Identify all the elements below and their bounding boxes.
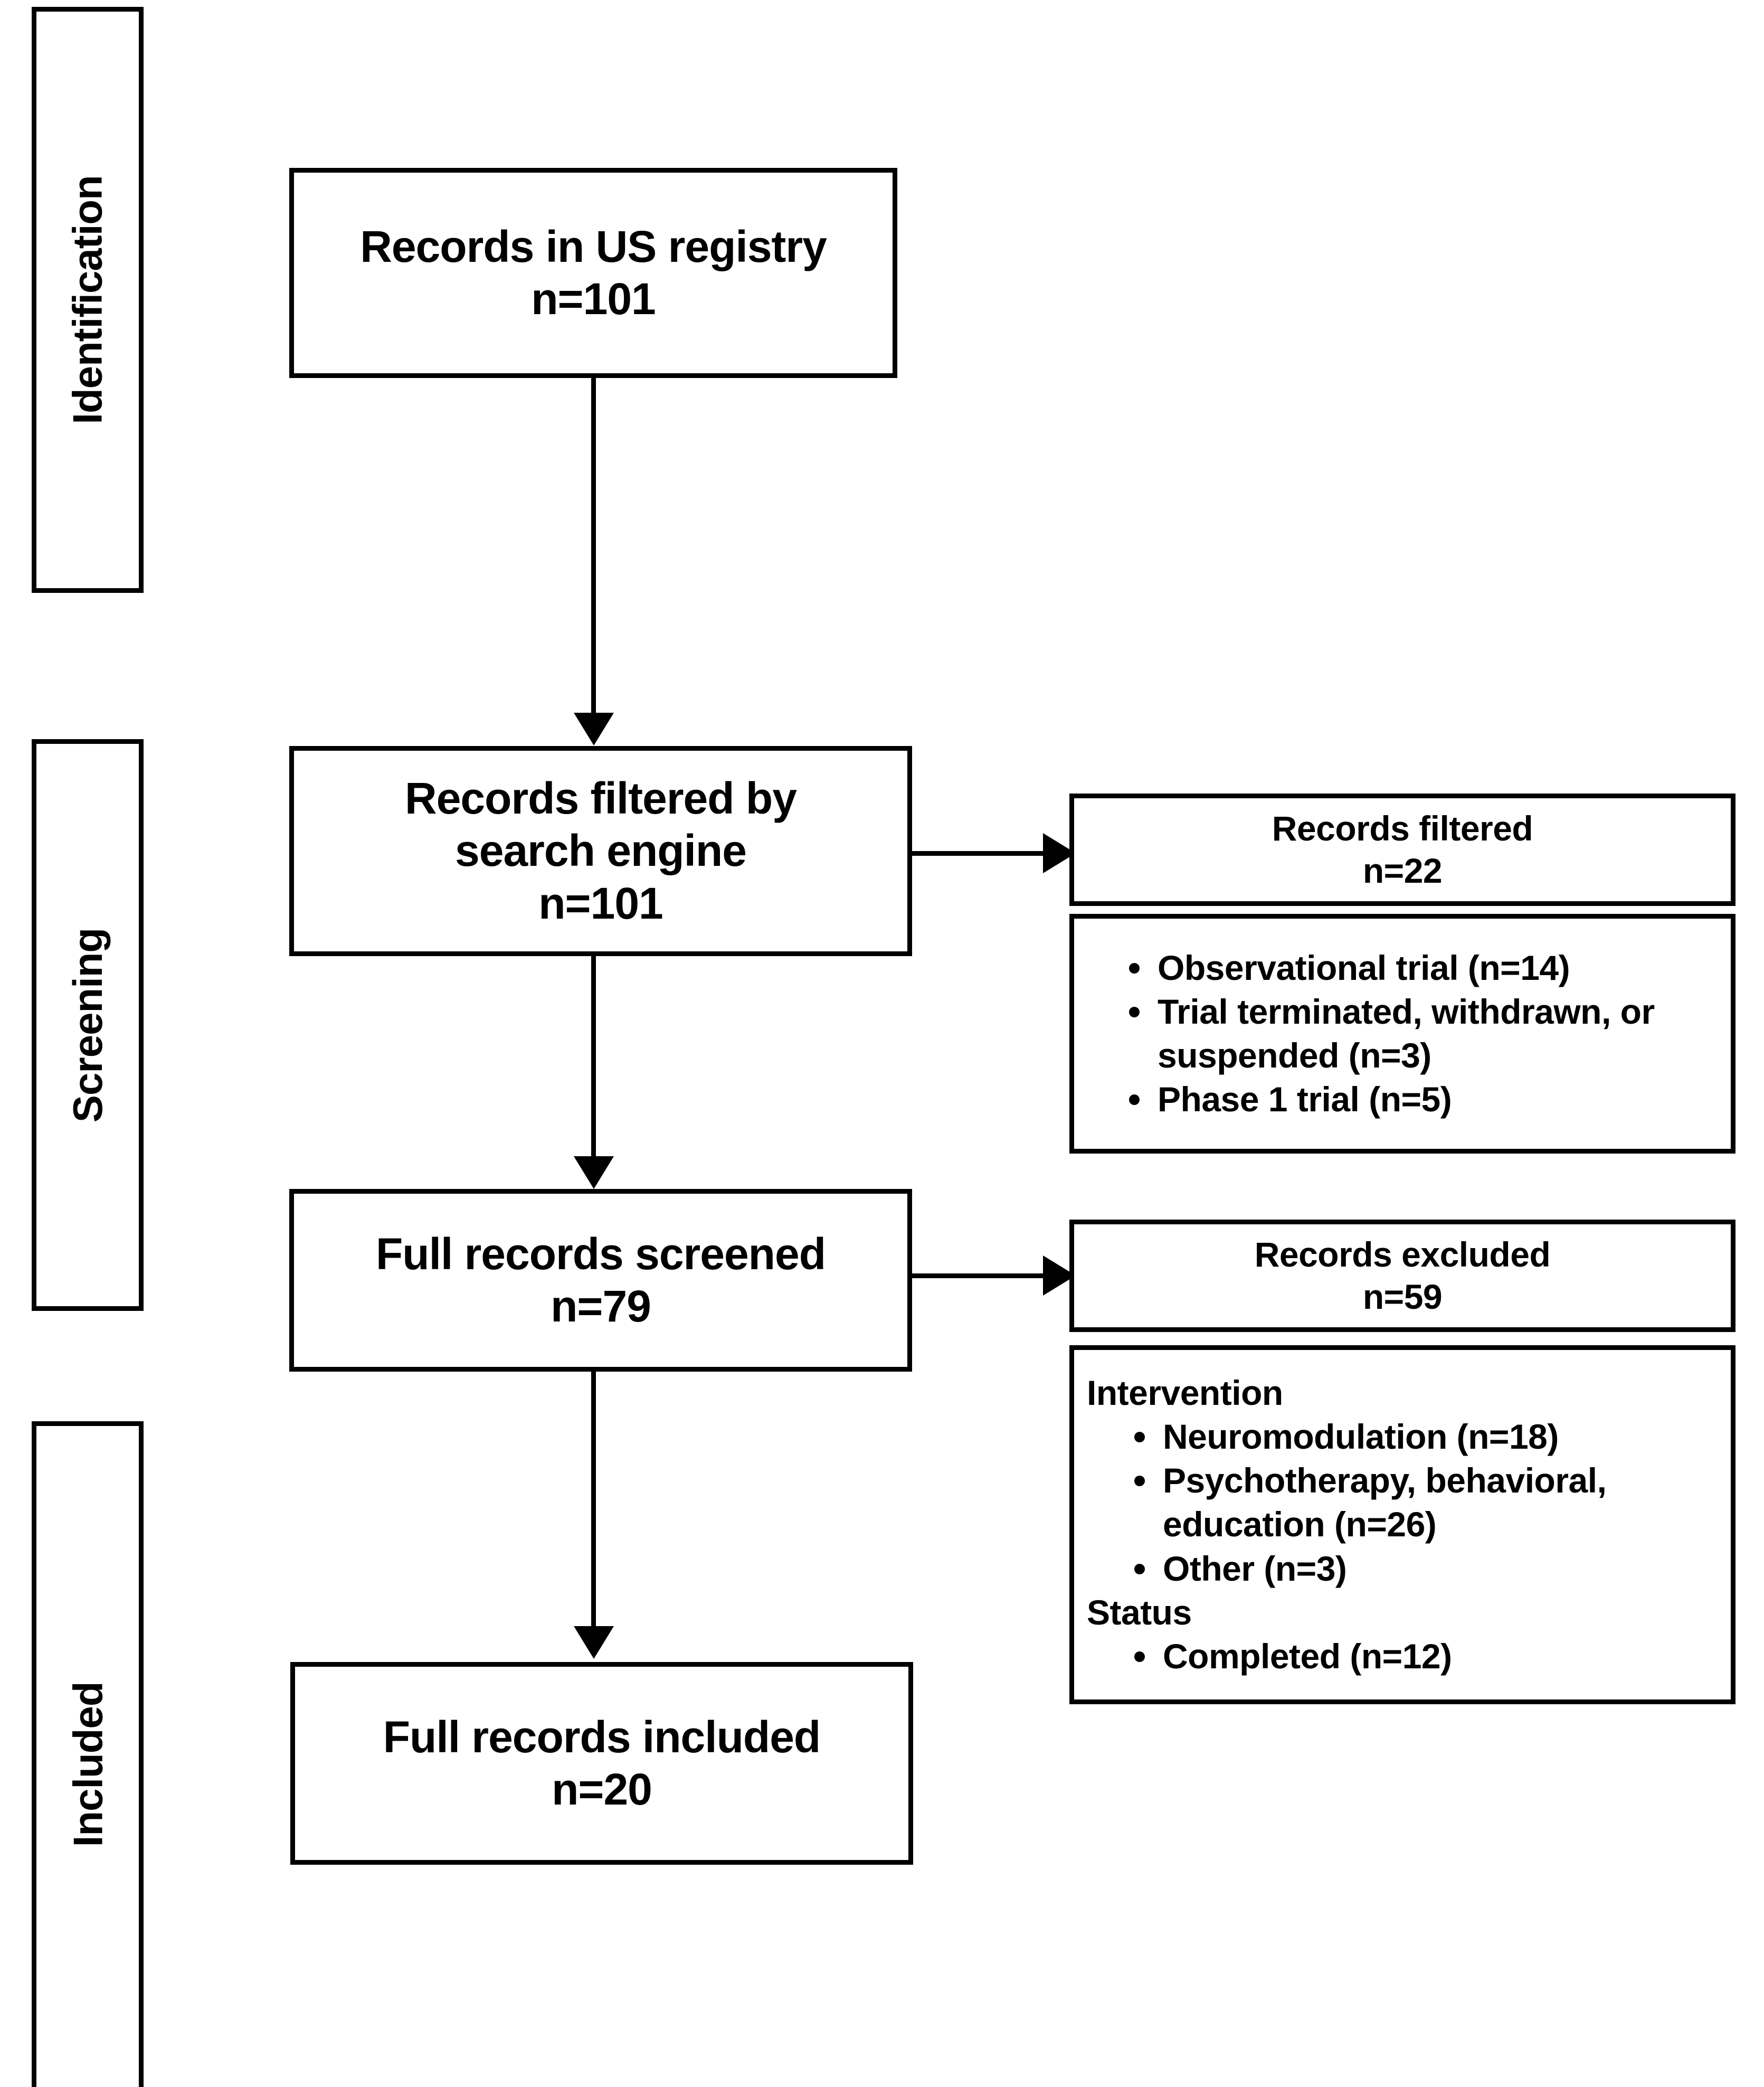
excluded-reasons-intervention-heading: Intervention	[1087, 1373, 1283, 1412]
box-title-records-filtered: Records filtered	[1272, 809, 1533, 848]
box-count-full-records-included: n=20	[552, 1764, 652, 1814]
box-title-full-records-included: Full records included	[383, 1712, 821, 1762]
list-item: Trial terminated, withdrawn, or suspende…	[1125, 990, 1721, 1078]
filtered-reasons-list: Observational trial (n=14) Trial termina…	[1084, 946, 1721, 1122]
box-records-in-us-registry: Records in US registry n=101	[289, 168, 897, 378]
list-item: Neuromodulation (n=18)	[1130, 1415, 1721, 1459]
stage-box-identification: Identification	[32, 7, 144, 593]
box-title-full-records-screened: Full records screened	[375, 1229, 826, 1279]
stage-label-included: Included	[64, 1682, 111, 1847]
connector-line-to-records-excluded	[912, 1273, 1044, 1278]
list-item: Observational trial (n=14)	[1125, 946, 1721, 990]
connector-arrow-identification-to-screening	[574, 713, 614, 745]
list-item: Phase 1 trial (n=5)	[1125, 1078, 1721, 1121]
box-records-filtered-reasons: Observational trial (n=14) Trial termina…	[1069, 914, 1735, 1154]
connector-arrow-screening-to-included	[574, 1626, 614, 1659]
box-title-line1-records-filtered-by-search-engine: Records filtered by	[405, 773, 797, 824]
list-item: Psychotherapy, behavioral, education (n=…	[1130, 1459, 1721, 1546]
box-count-records-excluded: n=59	[1362, 1277, 1443, 1316]
excluded-reasons-status-list: Completed (n=12)	[1084, 1635, 1721, 1678]
excluded-reasons-intervention-list: Neuromodulation (n=18) Psychotherapy, be…	[1084, 1415, 1721, 1591]
box-records-excluded: Records excluded n=59	[1069, 1220, 1735, 1332]
stage-label-identification: Identification	[64, 175, 111, 424]
connector-line-screening-to-included	[591, 1372, 596, 1630]
excluded-reasons-status-heading: Status	[1087, 1592, 1192, 1632]
stage-box-included: Included	[32, 1421, 144, 2087]
connector-line-identification-to-screening	[591, 378, 596, 717]
box-title-records-in-us-registry: Records in US registry	[360, 221, 827, 271]
connector-line-to-records-filtered	[912, 851, 1044, 856]
box-title-records-excluded: Records excluded	[1254, 1235, 1551, 1274]
box-count-records-filtered-by-search-engine: n=101	[538, 878, 663, 928]
stage-label-screening: Screening	[64, 928, 111, 1122]
connector-arrow-screening-to-full-records-screened	[574, 1156, 614, 1189]
list-item: Completed (n=12)	[1130, 1635, 1721, 1678]
connector-line-screening-to-full-records-screened	[591, 956, 596, 1160]
stage-box-screening: Screening	[32, 739, 144, 1311]
box-title-line2-records-filtered-by-search-engine: search engine	[455, 826, 747, 876]
box-full-records-included: Full records included n=20	[290, 1662, 913, 1865]
list-item: Other (n=3)	[1130, 1547, 1721, 1591]
box-records-filtered: Records filtered n=22	[1069, 794, 1735, 906]
box-full-records-screened: Full records screened n=79	[289, 1189, 912, 1372]
box-records-excluded-reasons: Intervention Neuromodulation (n=18) Psyc…	[1069, 1345, 1735, 1704]
box-records-filtered-by-search-engine: Records filtered by search engine n=101	[289, 746, 912, 956]
box-count-full-records-screened: n=79	[551, 1281, 651, 1331]
box-count-records-in-us-registry: n=101	[531, 274, 656, 324]
box-count-records-filtered: n=22	[1362, 851, 1443, 890]
